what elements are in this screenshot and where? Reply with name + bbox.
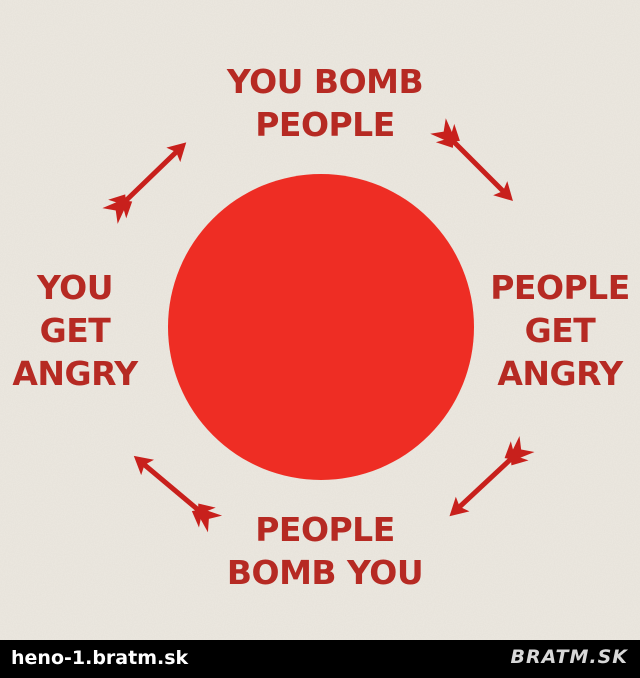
node-line: PEOPLE <box>255 510 395 549</box>
node-people-get-angry: PEOPLE GET ANGRY <box>480 266 640 395</box>
arrow-top-left <box>101 133 195 225</box>
node-line: BOMB YOU <box>226 553 424 592</box>
footer-bar: heno-1.bratm.sk BRATM.SK <box>0 640 640 678</box>
red-circle <box>168 174 474 480</box>
site-logo: BRATM.SK <box>510 646 628 668</box>
poster: YOU BOMB PEOPLE PEOPLE GET ANGRY PEOPLE … <box>0 0 640 640</box>
node-line: ANGRY <box>497 354 623 393</box>
site-url[interactable]: heno-1.bratm.sk <box>11 647 189 669</box>
node-line: YOU BOMB <box>226 62 424 101</box>
node-people-bomb-you: PEOPLE BOMB YOU <box>200 508 450 594</box>
node-line: GET <box>524 311 596 350</box>
node-line: GET <box>39 311 111 350</box>
node-you-get-angry: YOU GET ANGRY <box>0 266 150 395</box>
node-line: PEOPLE <box>255 105 395 144</box>
node-you-bomb-people: YOU BOMB PEOPLE <box>200 60 450 146</box>
node-line: YOU <box>36 268 114 307</box>
node-line: ANGRY <box>12 354 138 393</box>
arrow-bottom-right <box>441 434 536 525</box>
node-line: PEOPLE <box>490 268 630 307</box>
